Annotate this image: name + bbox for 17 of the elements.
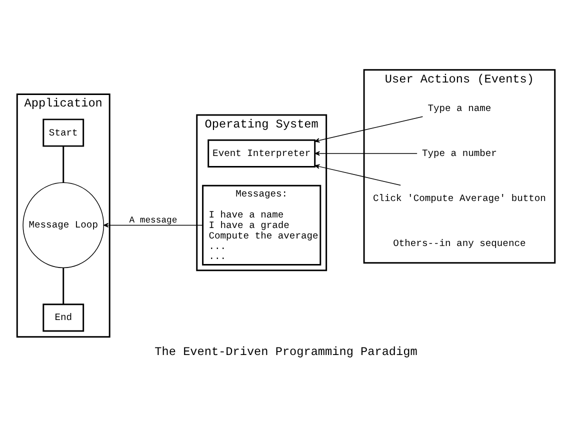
caption: The Event-Driven Programming Paradigm [154,345,418,360]
arrow [103,222,203,228]
edge-label: A message [129,216,178,226]
node-text: Type a number [422,148,497,159]
node-text: Type a name [428,102,492,114]
node-box: Event Interpreter [208,139,316,168]
node-box: End [42,304,84,332]
node-text: Others--in any sequence [393,238,526,250]
node-box: Start [42,118,84,147]
node-box: Messages: I have a name I have a grade Compute the average ... ... [202,184,322,266]
connector [62,146,64,183]
connector [62,268,64,304]
arrow [314,151,418,156]
node-text: Click 'Compute Average' button [372,193,546,204]
arrow [314,164,401,186]
node-circle: Message Loop [22,182,104,268]
arrow [314,116,424,143]
